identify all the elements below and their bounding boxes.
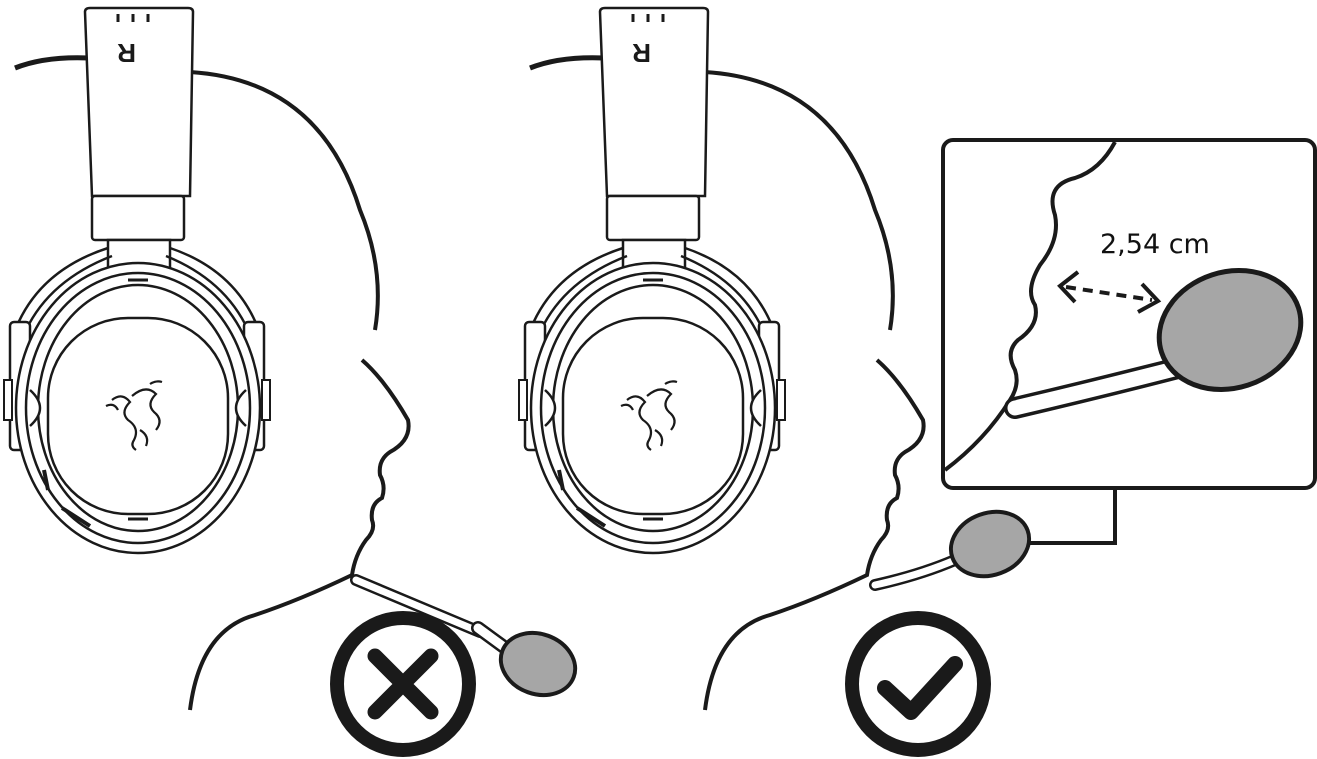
checkmark-icon	[852, 618, 984, 750]
cross-icon	[337, 618, 469, 750]
incorrect-placement-panel	[4, 8, 584, 750]
inset-connector	[1030, 488, 1115, 543]
distance-label: 2,54 cm	[1100, 229, 1210, 260]
zoom-inset: 2,54 cm	[943, 140, 1316, 488]
boom-mic-correct	[875, 501, 1038, 587]
